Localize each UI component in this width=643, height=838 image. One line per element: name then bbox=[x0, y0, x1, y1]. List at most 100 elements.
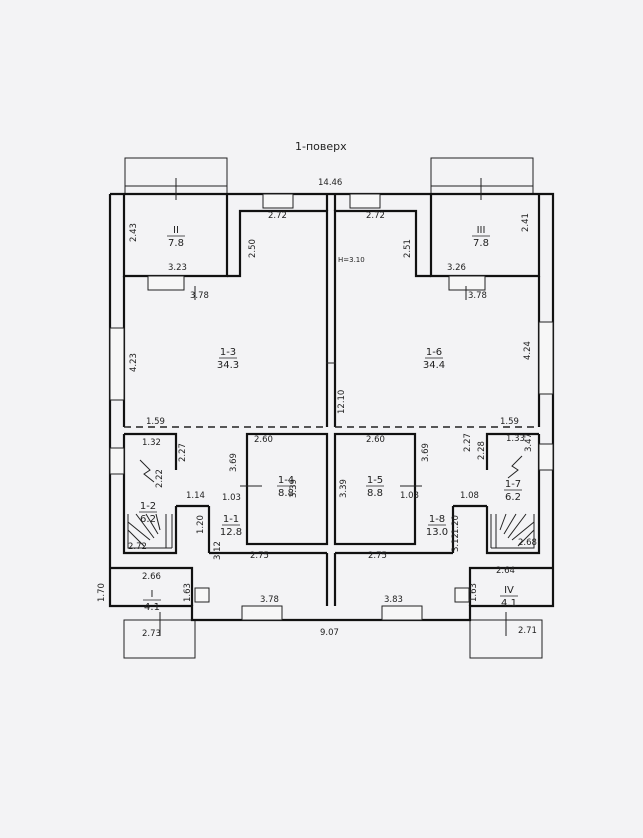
dimension-value: 1.08 bbox=[400, 491, 419, 501]
ceiling-height: H=3.10 bbox=[338, 256, 365, 264]
dimension-value: 3.78 bbox=[190, 291, 209, 301]
room-area: 7.8 bbox=[473, 238, 489, 249]
dimension-value: 2.75 bbox=[368, 551, 387, 561]
inner-walls bbox=[110, 194, 553, 606]
dimension-value: 2.71 bbox=[518, 626, 537, 636]
stairs-left bbox=[127, 513, 173, 549]
dimension-value: 2.66 bbox=[142, 572, 161, 582]
dimension-value: 3.83 bbox=[384, 595, 403, 605]
dimension-value: 1.33 bbox=[506, 434, 525, 444]
dimension-value: 1.63 bbox=[183, 583, 193, 602]
room-number: III bbox=[477, 225, 486, 236]
room-area: 4.1 bbox=[144, 602, 160, 613]
dimension-labels: 14.46 9.07 H=3.10 2.72 2.72 2.43 3.23 3.78 2.… bbox=[97, 178, 537, 639]
room-area: 13.0 bbox=[426, 527, 448, 538]
dimension-value: 2.43 bbox=[129, 223, 139, 242]
room-number: 1-1 bbox=[223, 514, 239, 525]
dimension-value: 2.72 bbox=[268, 211, 287, 221]
dimension-value: 1.70 bbox=[97, 583, 107, 602]
dimension-value: 1.59 bbox=[500, 417, 519, 427]
room-label: III 7.8 bbox=[472, 225, 490, 249]
dimension-value: 1.32 bbox=[142, 438, 161, 448]
dimension-value: 2.50 bbox=[248, 239, 258, 258]
room-number: I bbox=[151, 589, 154, 600]
dimension-value: 2.73 bbox=[142, 629, 161, 639]
room-area: 34.3 bbox=[217, 360, 239, 371]
dimension-value: 12.10 bbox=[337, 390, 347, 414]
dimension-value: 2.75 bbox=[250, 551, 269, 561]
overall-top-dimension: 14.46 bbox=[318, 178, 342, 188]
balcony-top-right bbox=[430, 157, 534, 195]
room-labels: II7.8III7.81-334.31-634.41-48.81-58.81-2… bbox=[139, 225, 522, 613]
room-number: IV bbox=[504, 585, 514, 596]
dimension-value: 3.47 bbox=[524, 433, 534, 452]
room-label: 1-1 12.8 bbox=[220, 514, 242, 538]
dimension-value: 4.24 bbox=[523, 341, 533, 360]
room-area: 6.2 bbox=[505, 492, 521, 503]
room-label: 1-8 13.0 bbox=[426, 514, 448, 538]
dimension-value: 1.20 bbox=[196, 515, 206, 534]
room-number: 1-4 bbox=[278, 475, 294, 486]
dimension-value: 2.64 bbox=[496, 566, 515, 576]
room-label: 1-3 34.3 bbox=[217, 347, 239, 371]
room-number: 1-6 bbox=[426, 347, 442, 358]
room-number: 1-3 bbox=[220, 347, 236, 358]
dimension-value: 4.23 bbox=[129, 353, 139, 372]
dimension-value: 3.23 bbox=[168, 263, 187, 273]
dimension-value: 2.41 bbox=[521, 213, 531, 232]
room-area: 6.2 bbox=[140, 514, 156, 525]
room-area: 7.8 bbox=[168, 238, 184, 249]
dimension-value: 3.69 bbox=[229, 453, 239, 472]
floor-title: 1-поверх bbox=[295, 140, 347, 153]
dimension-value: 2.28 bbox=[477, 441, 487, 460]
room-number: 1-5 bbox=[367, 475, 383, 486]
dimension-value: 2.60 bbox=[366, 435, 385, 445]
room-area: 4.1 bbox=[501, 598, 517, 609]
dimension-value: 2.72 bbox=[366, 211, 385, 221]
dimension-value: 1.20 bbox=[451, 515, 461, 534]
room-label: 1-58.8 bbox=[366, 475, 384, 499]
dimension-value: 2.27 bbox=[463, 433, 473, 452]
entry-markers bbox=[139, 178, 523, 636]
dimension-value: 3.12 bbox=[451, 533, 461, 552]
room-label: 1-26.2 bbox=[139, 501, 157, 525]
room-number: 1-2 bbox=[140, 501, 156, 512]
room-label: II 7.8 bbox=[167, 225, 185, 249]
dimension-value: 1.08 bbox=[460, 491, 479, 501]
overall-bottom-dimension: 9.07 bbox=[320, 628, 339, 638]
dimension-value: 1.03 bbox=[222, 493, 241, 503]
dimension-value: 3.12 bbox=[213, 541, 223, 560]
dimension-value: 3.39 bbox=[289, 479, 299, 498]
room-number: II bbox=[173, 225, 179, 236]
dimension-value: 3.26 bbox=[447, 263, 466, 273]
room-number: 1-8 bbox=[429, 514, 445, 525]
room-label: IV 4.1 bbox=[500, 585, 518, 609]
dimension-value: 2.22 bbox=[155, 469, 165, 488]
room-area: 8.8 bbox=[278, 488, 294, 499]
dimension-value: 2.51 bbox=[403, 239, 413, 258]
dimension-value: 2.60 bbox=[254, 435, 273, 445]
dimension-value: 2.27 bbox=[178, 443, 188, 462]
room-area: 8.8 bbox=[367, 488, 383, 499]
room-label: 1-48.8 bbox=[277, 475, 295, 499]
dimension-value: 1.63 bbox=[469, 583, 479, 602]
dimension-value: 3.69 bbox=[421, 443, 431, 462]
dimension-value: 2.72 bbox=[128, 542, 147, 552]
dimension-value: 1.59 bbox=[146, 417, 165, 427]
dimension-value: 3.78 bbox=[260, 595, 279, 605]
room-area: 12.8 bbox=[220, 527, 242, 538]
room-area: 34.4 bbox=[423, 360, 445, 371]
room-label: 1-76.2 bbox=[504, 479, 522, 503]
windows bbox=[109, 193, 554, 621]
stairs-right bbox=[490, 513, 535, 549]
room-label: I 4.1 bbox=[143, 589, 161, 613]
dimension-value: 3.78 bbox=[468, 291, 487, 301]
dimension-value: 1.14 bbox=[186, 491, 205, 501]
dimension-value: 3.39 bbox=[339, 479, 349, 498]
dimension-value: 2.68 bbox=[518, 538, 537, 548]
room-number: 1-7 bbox=[505, 479, 521, 490]
room-label: 1-6 34.4 bbox=[423, 347, 445, 371]
outer-walls bbox=[108, 192, 555, 622]
